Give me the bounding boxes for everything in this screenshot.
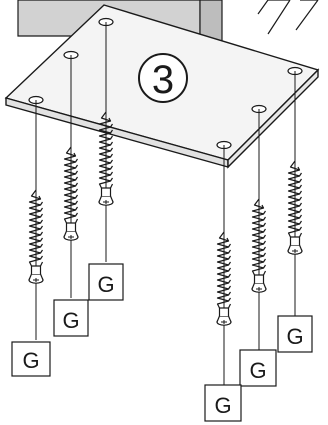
guide-lines: [35, 22, 296, 385]
screw-label: G: [97, 272, 114, 297]
screw-label-box: G: [53, 299, 89, 337]
screw-label: G: [214, 393, 231, 418]
screw: [251, 198, 267, 293]
screw-label: G: [22, 348, 39, 373]
screw-label-box: G: [88, 263, 124, 301]
screw: [216, 231, 232, 326]
step-number: 3: [152, 58, 174, 102]
screw-label-box: G: [239, 349, 277, 387]
screw-label: G: [249, 358, 266, 383]
step-number-badge: 3: [138, 53, 188, 103]
screw-label-box: G: [277, 315, 313, 353]
screw-label: G: [62, 308, 79, 333]
screw: [28, 189, 44, 284]
screw-label-box: G: [204, 384, 242, 422]
screw: [287, 160, 303, 255]
screw: [63, 146, 79, 241]
screw-label-box: G: [11, 341, 51, 377]
screw-label: G: [286, 324, 303, 349]
